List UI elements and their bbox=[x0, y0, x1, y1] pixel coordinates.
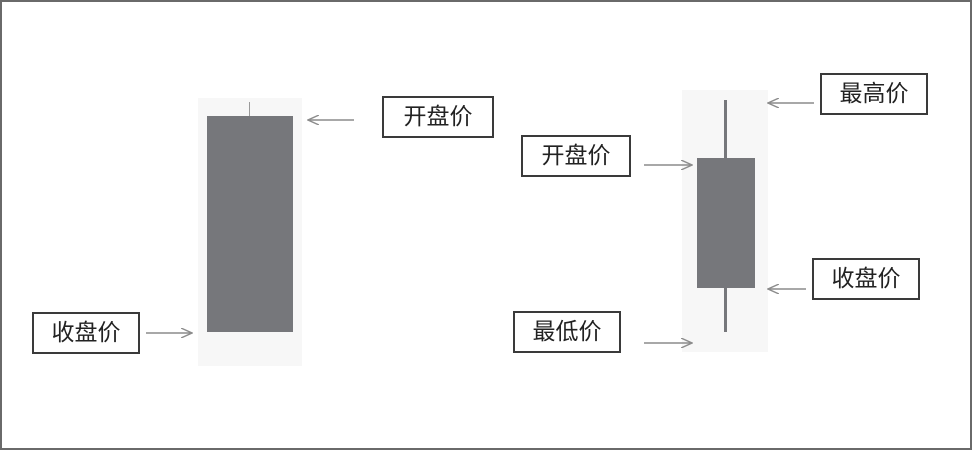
left-candle-body bbox=[207, 116, 293, 332]
right-close-price-label: 收盘价 bbox=[812, 258, 920, 300]
left-open-price-label: 开盘价 bbox=[382, 96, 494, 138]
left-candle-upper-wick bbox=[249, 102, 250, 118]
right-high-price-label: 最高价 bbox=[820, 73, 928, 115]
left-close-price-label: 收盘价 bbox=[32, 312, 140, 354]
right-low-price-label: 最低价 bbox=[513, 311, 621, 353]
right-open-price-label: 开盘价 bbox=[521, 135, 631, 177]
right-candle-body bbox=[697, 158, 755, 288]
